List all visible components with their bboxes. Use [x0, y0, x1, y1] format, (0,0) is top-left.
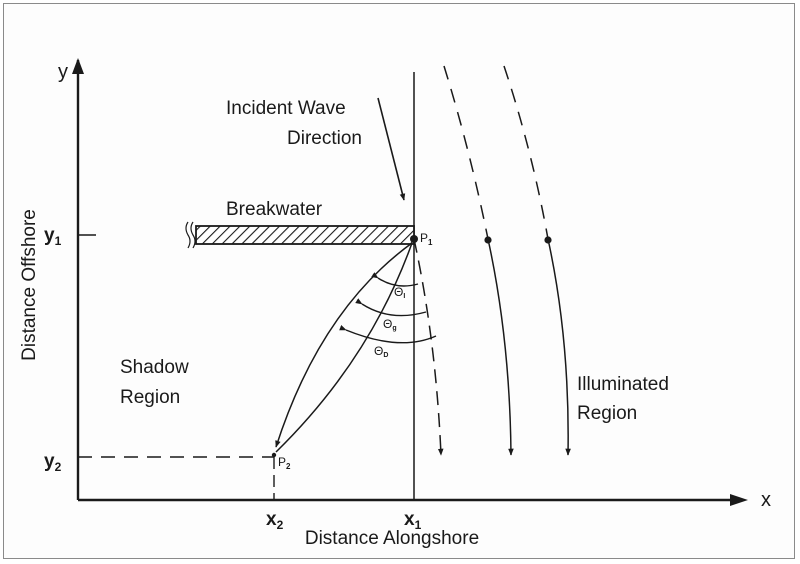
theta-d-label: ΘD — [374, 344, 388, 359]
breakwater-label: Breakwater — [226, 199, 323, 220]
y-axis-arrowhead — [72, 58, 84, 74]
illuminated-region-label-line1: Illuminated — [577, 374, 669, 395]
diagram-frame — [3, 3, 795, 559]
wave-ray-solid-2 — [547, 238, 571, 456]
p1-label: P1 — [420, 231, 433, 247]
p2-point — [271, 452, 277, 458]
shadow-region-label-line2: Region — [120, 387, 180, 408]
x1-tick-label: x1 — [404, 509, 422, 532]
shadow-region-label-line1: Shadow — [120, 357, 189, 378]
x-axis-letter: x — [761, 489, 771, 511]
incident-wave-arrow — [377, 97, 406, 201]
wave-ray-solid-1 — [487, 238, 514, 456]
y-axis-title: Distance Offshore — [19, 209, 40, 361]
y1-tick-label: y1 — [44, 225, 62, 248]
wave-ray-dashed-1 — [413, 238, 444, 456]
wave-point-2 — [544, 236, 552, 244]
breakwater-end-marks — [185, 221, 196, 249]
angle-arc-theta-g — [355, 298, 427, 317]
wave-front-dashed-1 — [443, 65, 489, 240]
x2-tick-label: x2 — [266, 509, 284, 532]
angle-arc-theta-d — [339, 325, 437, 344]
theta-i-label: ΘI — [394, 285, 405, 300]
wave-point-1 — [484, 236, 492, 244]
diffracted-ray-inner — [275, 242, 413, 453]
y-axis-letter: y — [58, 61, 68, 83]
illuminated-region-label-line2: Region — [577, 403, 637, 424]
x-axis-arrowhead — [730, 494, 748, 506]
diffracted-ray-outer — [275, 242, 413, 448]
incident-wave-label-line2: Direction — [287, 128, 362, 149]
x-axis-title: Distance Alongshore — [305, 528, 479, 549]
incident-wave-label-line1: Incident Wave — [226, 98, 346, 119]
breakwater-structure — [195, 225, 415, 245]
angle-arc-theta-i — [371, 272, 419, 287]
p2-label: P2 — [278, 455, 291, 471]
theta-g-label: Θg — [383, 317, 397, 332]
wave-front-dashed-2 — [503, 65, 549, 240]
y2-tick-label: y2 — [44, 451, 62, 474]
